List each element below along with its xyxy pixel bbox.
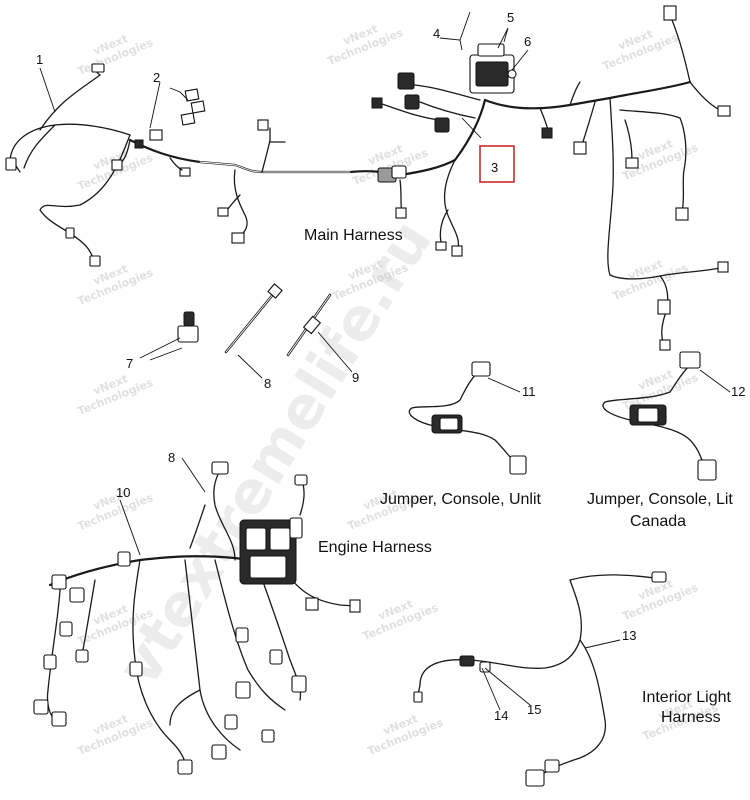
- title-jumper-console-unlit: Jumper, Console, Unlit: [380, 491, 542, 508]
- callout-4: 4: [433, 26, 440, 41]
- interior-light-harness: [413, 571, 667, 787]
- watermark-tile: vNext Technologies: [611, 257, 691, 303]
- title-interior-light: Interior Light: [642, 689, 731, 706]
- title-jumper-console-lit: Jumper, Console, Lit: [587, 491, 733, 508]
- watermark-tile: vNext Technologies: [326, 22, 406, 68]
- callout-7: 7: [126, 356, 133, 371]
- watermark-tile: vNext Technologies: [76, 372, 156, 418]
- title-main-harness: Main Harness: [304, 227, 403, 244]
- group-titles: Main Harness Engine Harness Jumper, Cons…: [304, 227, 733, 726]
- fasteners: [177, 283, 332, 357]
- callout-11: 11: [522, 384, 536, 399]
- callout-9: 9: [352, 370, 359, 385]
- leader-lines: [39, 11, 731, 711]
- callout-13: 13: [622, 628, 636, 643]
- callout-2: 2: [153, 70, 160, 85]
- watermark-layer: vNext Technologies vNext Technologies vN…: [76, 22, 721, 758]
- watermark-tile: vNext Technologies: [366, 712, 446, 758]
- watermark-tile: vNext Technologies: [601, 27, 681, 73]
- engine-harness: [33, 461, 361, 775]
- watermark-tile: vNext Technologies: [621, 137, 701, 183]
- callout-8-engine: 8: [168, 450, 175, 465]
- watermark-tile: vNext Technologies: [361, 597, 441, 643]
- watermark-tile: vNext Technologies: [76, 487, 156, 533]
- callout-6: 6: [524, 34, 531, 49]
- callout-5: 5: [507, 10, 514, 25]
- callout-12: 12: [731, 384, 745, 399]
- jumper-console-unlit: [408, 361, 527, 475]
- callout-1: 1: [36, 52, 43, 67]
- title-jumper-console-lit-line2: Canada: [630, 513, 686, 530]
- callout-10: 10: [116, 485, 130, 500]
- watermark-tile: vNext Technologies: [76, 262, 156, 308]
- callout-15: 15: [527, 702, 541, 717]
- callout-3: 3: [491, 160, 498, 175]
- title-interior-light-line2: Harness: [661, 709, 721, 726]
- main-harness: [5, 5, 731, 351]
- callout-14: 14: [494, 708, 508, 723]
- callout-8: 8: [264, 376, 271, 391]
- watermark-tile: vNext Technologies: [76, 32, 156, 78]
- callouts: 1 2 3 4 5 6 7 8 9 10 11 12 13 14 15 8: [36, 10, 745, 723]
- title-engine-harness: Engine Harness: [318, 539, 432, 556]
- highlight-box-callout-3: [479, 145, 515, 183]
- watermark-tile: vNext Technologies: [76, 712, 156, 758]
- jumper-console-lit: [602, 351, 717, 481]
